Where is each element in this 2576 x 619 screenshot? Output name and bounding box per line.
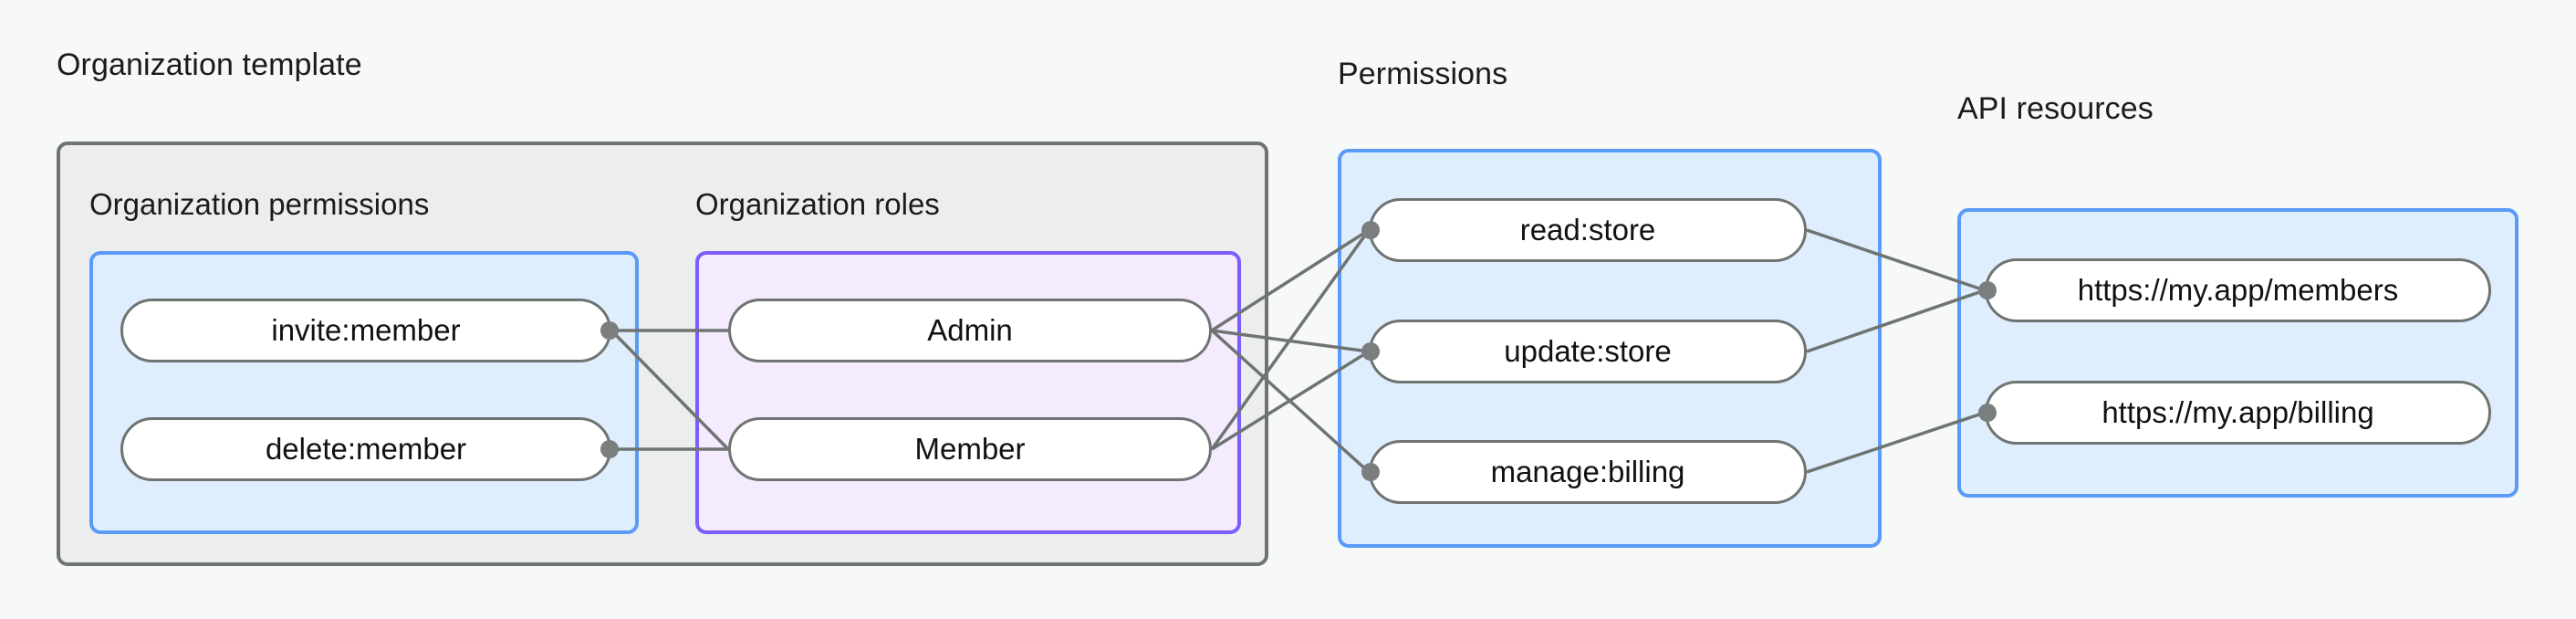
node-admin[interactable]: Admin xyxy=(728,299,1212,362)
port-my-app-members-in xyxy=(1978,281,1997,299)
node-delete-member[interactable]: delete:member xyxy=(120,417,611,481)
node-update-store[interactable]: update:store xyxy=(1369,320,1807,383)
label-organization-template: Organization template xyxy=(57,47,362,82)
label-organization-roles: Organization roles xyxy=(695,187,940,221)
group-organization-permissions xyxy=(89,251,639,534)
node-read-store[interactable]: read:store xyxy=(1369,198,1807,262)
group-organization-roles xyxy=(695,251,1241,534)
node-invite-member[interactable]: invite:member xyxy=(120,299,611,362)
label-organization-permissions: Organization permissions xyxy=(89,187,430,221)
port-delete-member-out xyxy=(600,440,619,458)
port-manage-billing-in xyxy=(1361,463,1380,481)
label-permissions: Permissions xyxy=(1338,57,1508,91)
node-member[interactable]: Member xyxy=(728,417,1212,481)
node-my-app-billing[interactable]: https://my.app/billing xyxy=(1985,381,2491,445)
port-invite-member-out xyxy=(600,321,619,340)
node-manage-billing[interactable]: manage:billing xyxy=(1369,440,1807,504)
group-api-resources xyxy=(1957,208,2519,498)
node-my-app-members[interactable]: https://my.app/members xyxy=(1985,258,2491,322)
port-my-app-billing-in xyxy=(1978,404,1997,422)
port-update-store-in xyxy=(1361,342,1380,361)
port-read-store-in xyxy=(1361,221,1380,239)
label-api-resources: API resources xyxy=(1957,91,2154,126)
